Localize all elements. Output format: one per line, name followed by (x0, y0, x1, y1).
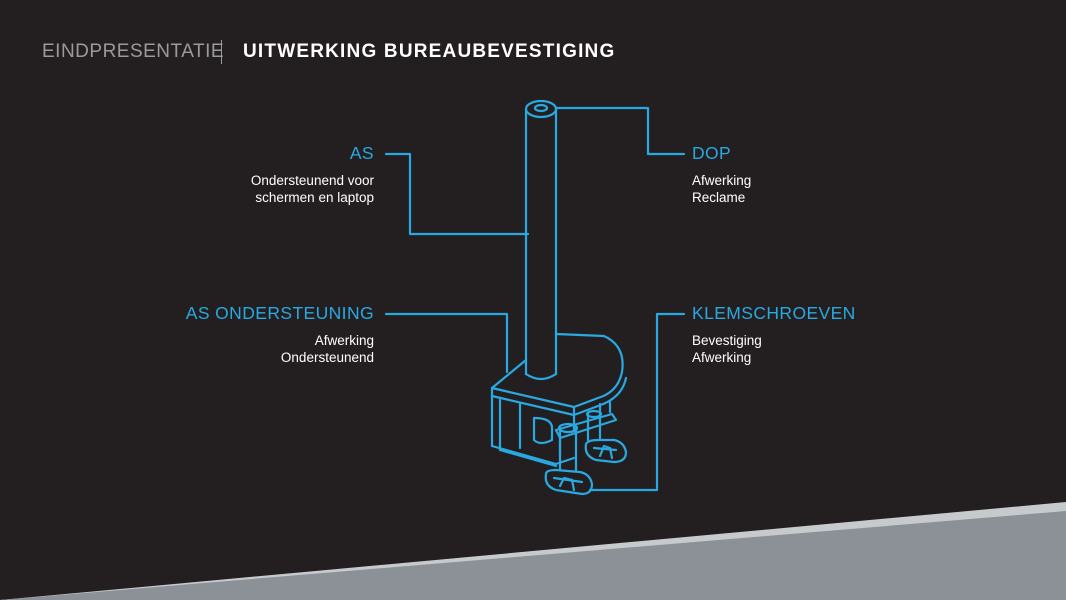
leader-line-klemschroeven (588, 312, 686, 492)
clamp-screw-2 (584, 409, 628, 464)
callout-as-line2: schermen en laptop (255, 190, 374, 205)
callout-as-line1: Ondersteunend voor (250, 173, 374, 188)
clamp-screw-1 (544, 422, 594, 496)
callout-dop-line2: Reclame (692, 190, 746, 205)
callout-klemschroeven-line2: Afwerking (692, 350, 752, 365)
callout-dop-line1: Afwerking (692, 173, 752, 188)
callout-as-ondersteuning-line2: Ondersteunend (280, 350, 374, 365)
callout-as-ondersteuning-title: AS ONDERSTEUNING (185, 303, 374, 323)
callout-klemschroeven-line1: Bevestiging (692, 333, 762, 348)
page-title: UITWERKING BUREAUBEVESTIGING (243, 41, 616, 62)
leader-line-as (384, 152, 530, 236)
callout-as-ondersteuning-line1: Afwerking (314, 333, 374, 348)
callout-dop-title: DOP (692, 143, 732, 163)
base-plate (490, 332, 628, 417)
clamp-body (490, 394, 618, 468)
callout-klemschroeven-title: KLEMSCHROEVEN (692, 303, 856, 323)
callout-as-title: AS (349, 143, 374, 163)
section-label: EINDPRESENTATIE (42, 41, 225, 62)
leader-line-dop (554, 106, 686, 156)
pole (524, 99, 558, 381)
leader-line-as-ondersteuning (384, 312, 509, 374)
header-divider (221, 40, 222, 64)
